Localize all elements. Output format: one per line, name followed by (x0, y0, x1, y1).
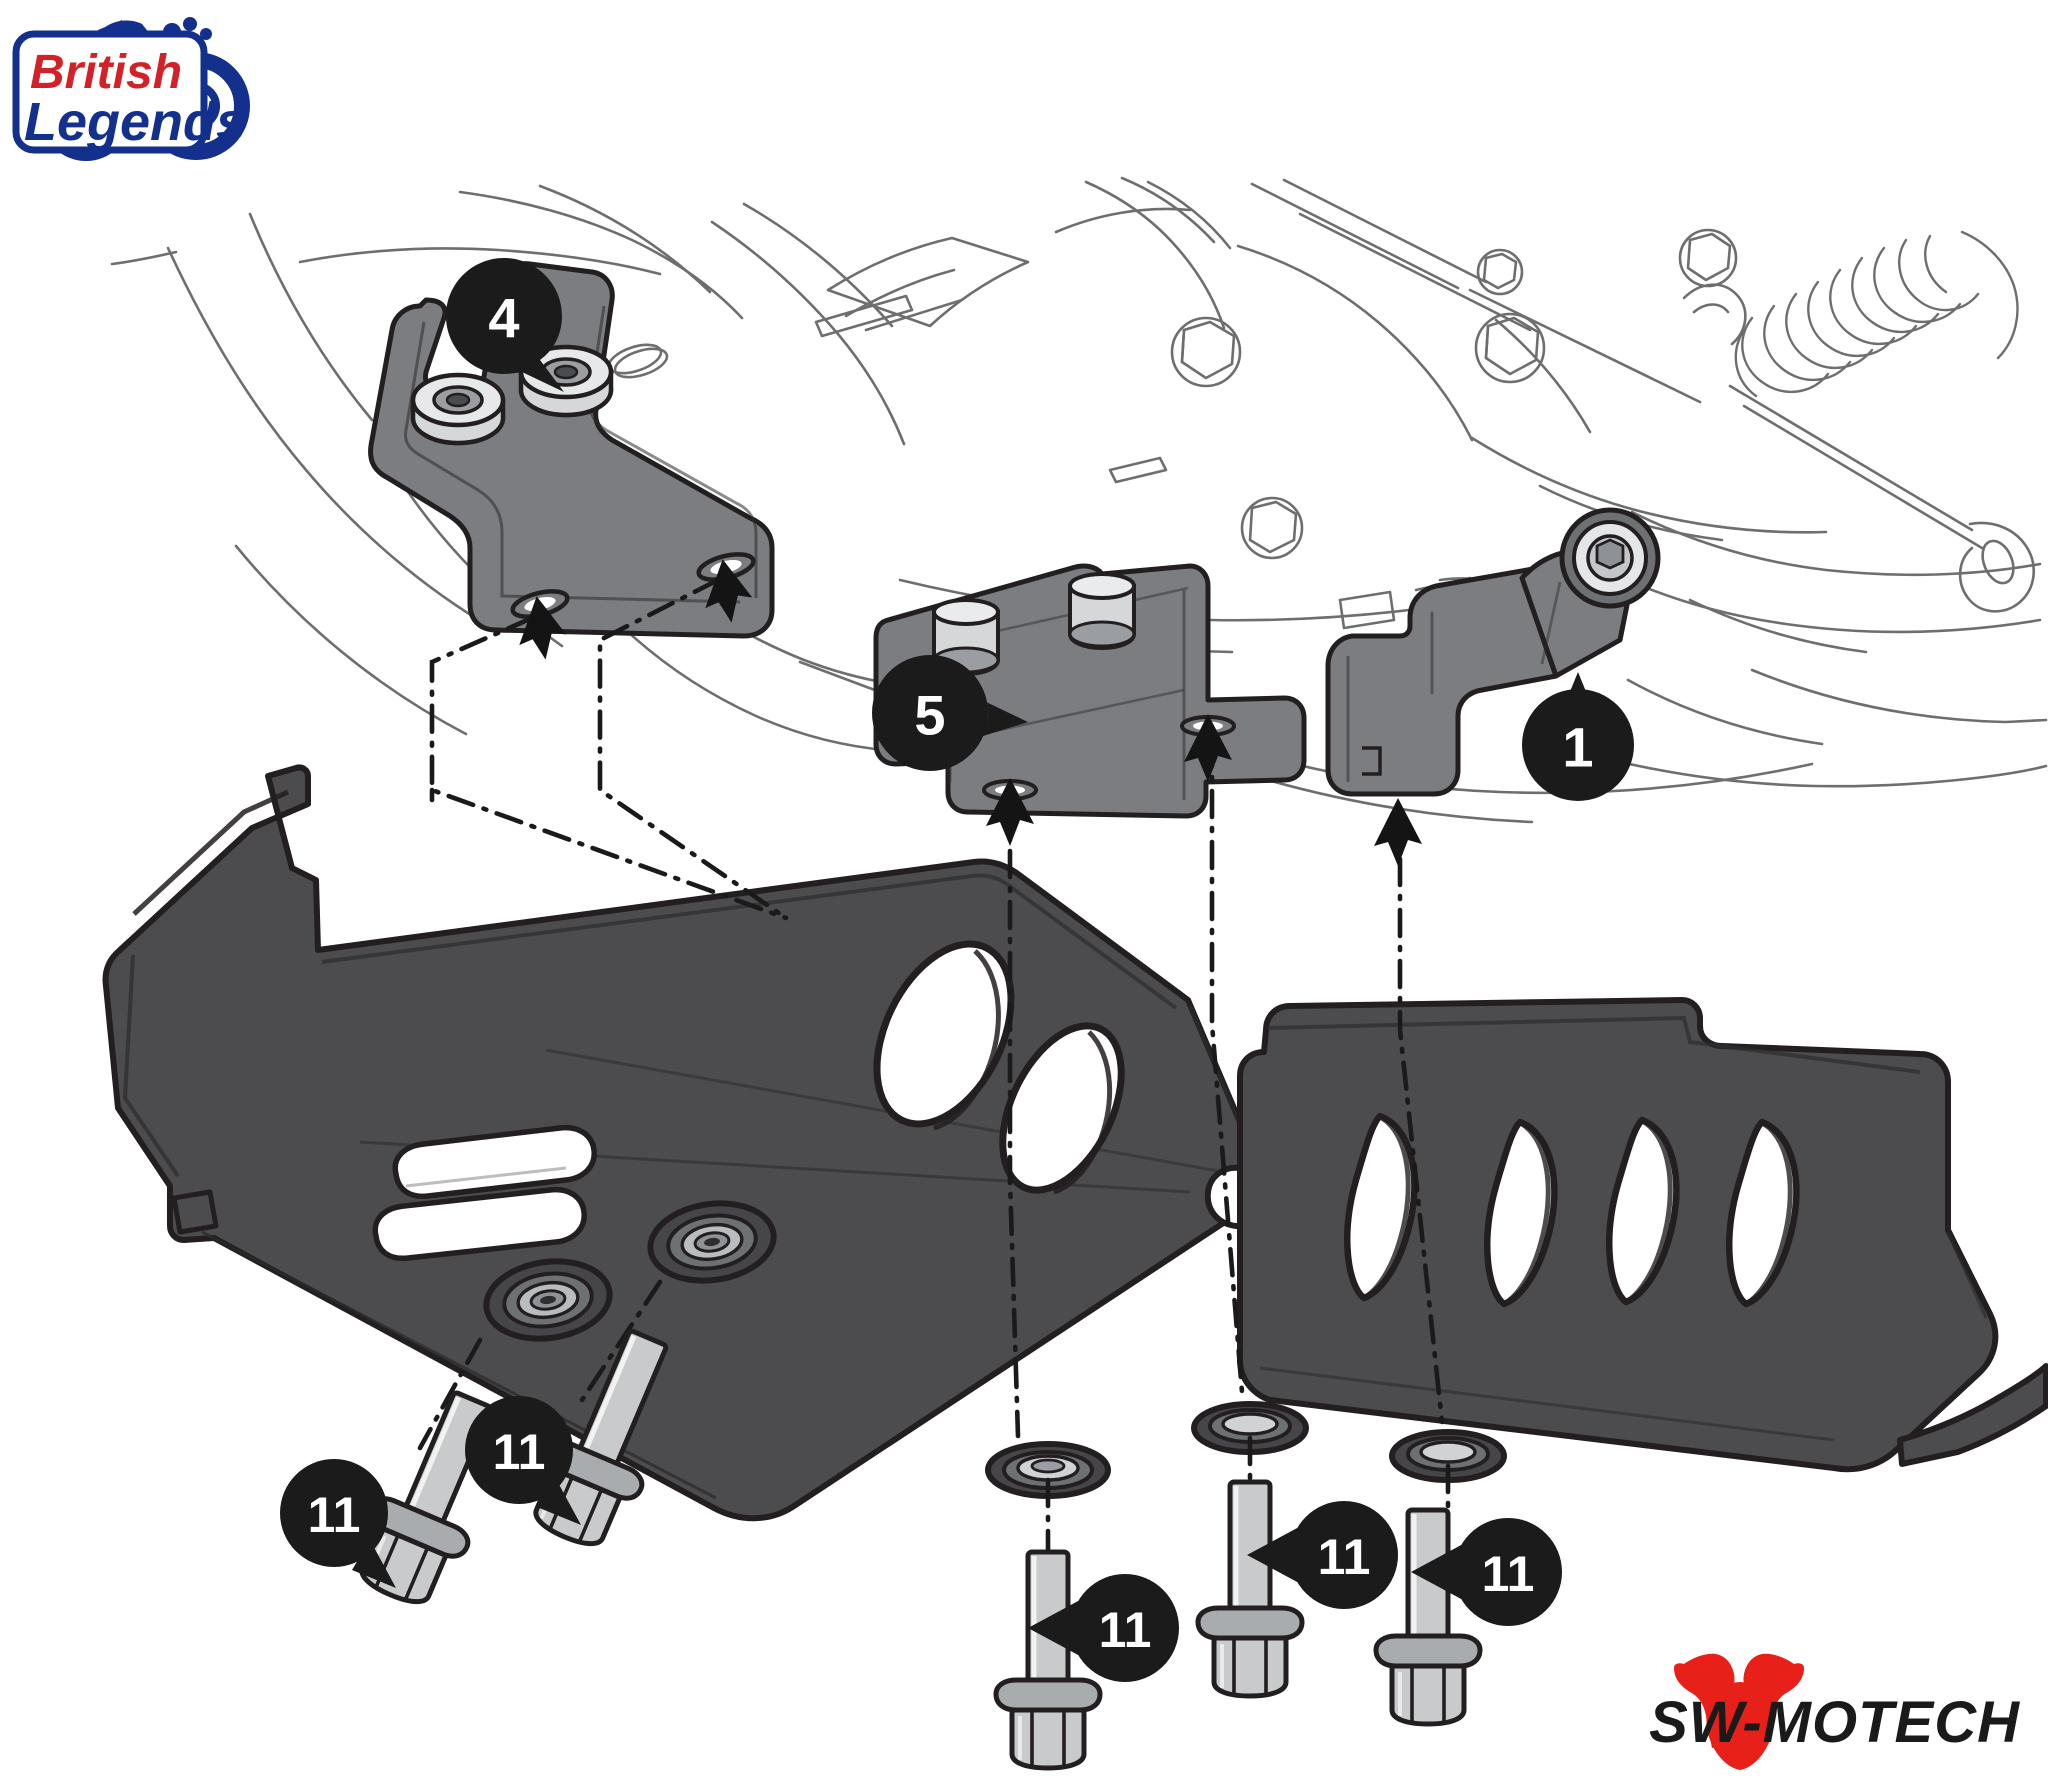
callout-1[interactable]: 1 (1522, 672, 1634, 801)
hex-flange-bolt (1195, 1479, 1305, 1699)
sw-motech-wordmark: SW-MOTECH (1649, 1690, 2020, 1755)
skid-plate-left-boss-a (483, 1258, 613, 1342)
bracket-4-bushing-right (518, 344, 614, 418)
logo-line1: British (30, 46, 182, 99)
skid-plate-right-boss-a (1191, 1401, 1309, 1455)
callout-11-b[interactable]: 11 (465, 1396, 581, 1525)
logo-plaque (12, 30, 208, 154)
callout-1-label: 1 (1562, 716, 1593, 779)
bracket-1-bushing-eye (1559, 507, 1661, 609)
british-legends-logo: British Legends (12, 17, 250, 161)
engine-hex-bolt-heads (1170, 228, 1738, 560)
callout-5[interactable]: 5 (872, 655, 1028, 771)
callout-4[interactable]: 4 (446, 258, 564, 392)
skid-plate-front-section (102, 764, 1263, 1522)
bull-head-icon (1674, 1653, 1804, 1770)
callout-11-d[interactable]: 11 (1247, 1501, 1398, 1609)
skid-plate-left-cutouts (873, 940, 1125, 1195)
callout-4-label: 4 (488, 287, 519, 350)
hex-flange-bolt (1373, 1507, 1483, 1727)
callout-11-a[interactable]: 11 (280, 1459, 396, 1588)
callout-11-b-label: 11 (493, 1424, 546, 1480)
callout-11-d-label: 11 (1318, 1529, 1371, 1585)
rear-mounting-bracket (1325, 507, 1661, 797)
logo-line2: Legends (24, 92, 246, 152)
skid-plate-left-vent-slots (372, 1124, 597, 1262)
bracket-5-spacer-right (1068, 572, 1136, 651)
callout-11-a-label: 11 (308, 1487, 361, 1543)
assembly-arrowheads (519, 559, 1422, 866)
skid-plate-rear-section (1191, 997, 2048, 1483)
callout-11-c-label: 11 (1099, 1602, 1152, 1658)
skid-plate-right-boss-b (1389, 1429, 1507, 1483)
callout-11-e-label: 11 (1482, 1546, 1535, 1602)
skid-plate-left-boss-b (647, 1200, 777, 1284)
assembly-leader-lines (417, 577, 1451, 1559)
sw-motech-logo: SW-MOTECH (1649, 1653, 2020, 1770)
bracket-4-bushing-left (410, 372, 506, 446)
callout-11-c[interactable]: 11 (1028, 1574, 1179, 1682)
callout-5-label: 5 (914, 684, 945, 747)
callout-11-e[interactable]: 11 (1411, 1518, 1562, 1626)
